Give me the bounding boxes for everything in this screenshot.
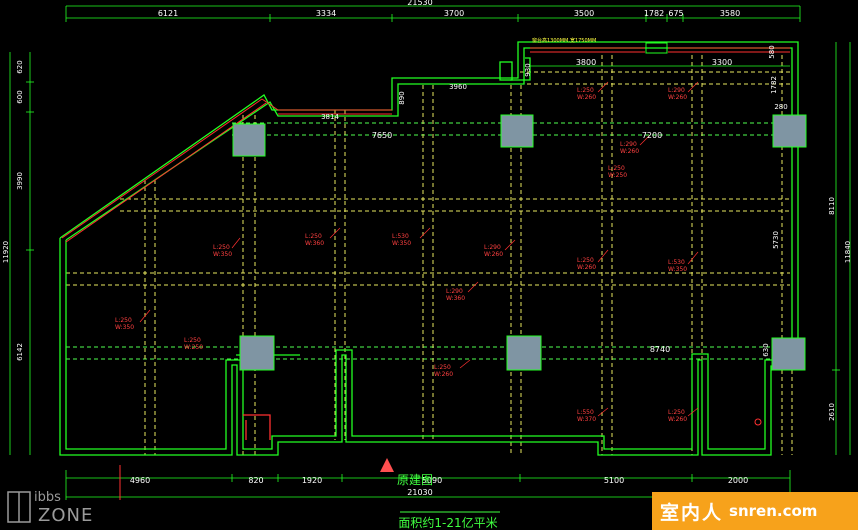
beam-label: L:250 <box>115 317 132 324</box>
inner-dim: 7650 <box>372 131 392 140</box>
column <box>506 335 542 371</box>
inner-dim: 3814 <box>321 113 339 121</box>
top-dim: 6121 <box>158 9 178 18</box>
beam-label: L:290 <box>668 87 685 94</box>
right-total-dim: 11840 <box>844 241 852 263</box>
beam-label: L:250 <box>184 337 201 344</box>
beam-label: W:260 <box>668 416 687 423</box>
inner-dim: 3960 <box>449 83 467 91</box>
beam-label: L:250 <box>434 364 451 371</box>
beam-label: W:370 <box>577 416 596 423</box>
right-dim: 1782 <box>770 76 778 94</box>
beam-label: W:350 <box>392 240 411 247</box>
right-dim: 2610 <box>828 403 836 421</box>
left-dim: 620 <box>16 60 24 73</box>
windows <box>61 42 790 243</box>
beam-label: W:360 <box>446 295 465 302</box>
beam-labels: L:250W:350L:250W:350L:250W:360L:530W:350… <box>115 87 687 423</box>
beam-label: L:250 <box>213 244 230 251</box>
bottom-dim: 820 <box>248 476 263 485</box>
beam-label: W:260 <box>577 264 596 271</box>
beam-label: L:290 <box>446 288 463 295</box>
drawing-subtitle: 面积约1-21亿平米 <box>398 515 497 530</box>
beam-label: W:260 <box>434 371 453 378</box>
beam-label: L:290 <box>620 141 637 148</box>
column <box>239 335 275 371</box>
bottom-dim: 5090 <box>422 476 442 485</box>
beam-label: W:250 <box>184 344 203 351</box>
second-dim: 3800 <box>576 58 596 67</box>
site-badge: 室内人 snren.com <box>652 492 858 530</box>
right-dim: 8110 <box>828 197 836 215</box>
beam-label: L:550 <box>577 409 594 416</box>
beam-label: L:530 <box>668 259 685 266</box>
watermark-ibbs: ibbs <box>34 490 61 505</box>
ibbs-zone-logo-icon <box>7 491 31 523</box>
badge-chinese-text: 室内人 <box>660 501 724 524</box>
right-dim: 630 <box>762 343 770 356</box>
beam-label: L:250 <box>668 409 685 416</box>
inner-dim: 580 <box>768 45 776 58</box>
bottom-total-dim: 21030 <box>407 488 432 497</box>
badge-url-text: snren.com <box>729 502 818 520</box>
left-dim: 6142 <box>16 343 24 361</box>
left-dim: 600 <box>16 90 24 103</box>
inner-dim: 8740 <box>650 345 670 354</box>
beam-label: L:250 <box>577 87 594 94</box>
top-dim: 3500 <box>574 9 594 18</box>
right-dim: 5730 <box>772 231 780 249</box>
dimension-lines <box>9 5 851 500</box>
beam-label: W:260 <box>620 148 639 155</box>
watermark-zone: ZONE <box>38 505 94 526</box>
beam-label: W:260 <box>668 94 687 101</box>
beam-label: W:350 <box>213 251 232 258</box>
inner-dim: 280 <box>774 103 787 111</box>
outer-walls <box>59 41 799 456</box>
inner-dim: 7200 <box>642 131 662 140</box>
beam-label: W:260 <box>484 251 503 258</box>
beam-label: L:250 <box>577 257 594 264</box>
entrance-marker <box>380 458 394 472</box>
beam-leaders <box>139 81 699 417</box>
columns <box>232 114 807 371</box>
window-note: 窗台高1300MM,宽1750MM <box>532 37 596 44</box>
column <box>772 114 807 148</box>
structural-grid <box>66 55 793 455</box>
left-dim: 3990 <box>16 172 24 190</box>
beam-label: W:350 <box>115 324 134 331</box>
second-dim: 3300 <box>712 58 732 67</box>
beam-label: L:250 <box>608 165 625 172</box>
bottom-dim: 4960 <box>130 476 150 485</box>
beam-label: L:290 <box>484 244 501 251</box>
column <box>232 123 266 157</box>
top-dim: 3580 <box>720 9 740 18</box>
top-dim: 1782 <box>644 9 664 18</box>
beam-label: L:530 <box>392 233 409 240</box>
drawing-title: 原建图 <box>397 473 433 487</box>
column <box>500 114 534 148</box>
beam-label: W:360 <box>305 240 324 247</box>
top-dim: 3700 <box>444 9 464 18</box>
top-total-dim: 21530 <box>407 0 432 7</box>
beam-label: W:350 <box>668 266 687 273</box>
inner-dim: 890 <box>398 91 406 104</box>
beam-label: L:250 <box>305 233 322 240</box>
left-total-dim: 11920 <box>2 241 10 263</box>
bottom-dim: 2000 <box>728 476 748 485</box>
top-dim: 3334 <box>316 9 336 18</box>
beam-label: W:250 <box>608 172 627 179</box>
inner-dim: 930 <box>524 63 532 76</box>
drain-marker <box>754 418 762 426</box>
column <box>771 337 806 371</box>
bottom-dim: 5100 <box>604 476 624 485</box>
top-dim: 675 <box>668 9 683 18</box>
bottom-dim: 1920 <box>302 476 322 485</box>
beam-label: W:260 <box>577 94 596 101</box>
